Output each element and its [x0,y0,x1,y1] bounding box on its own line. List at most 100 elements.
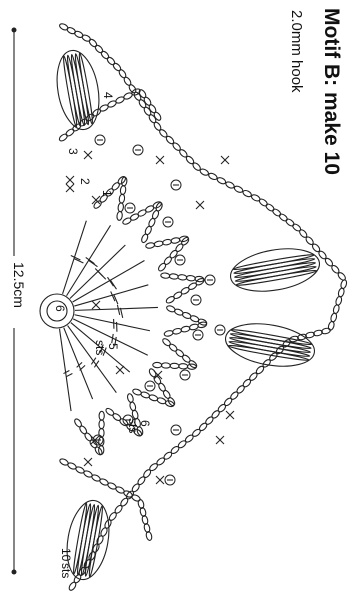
outer-chain [311,243,321,253]
inner-chain [162,238,173,246]
round-label-3: 3 [66,148,80,155]
bobble [122,414,134,426]
outer-chain [324,257,334,267]
stitch-tick [113,294,119,305]
hook-size: 2.0mm hook [288,10,305,93]
inner-chain [117,202,124,213]
stitch-tick [73,258,84,264]
x-mark [90,435,100,445]
stitch-tick [110,291,116,302]
stitch-tick [88,260,98,268]
tall-stitch [67,325,117,394]
bobble [170,179,182,191]
stitch-count-10-num: 10 [59,548,73,562]
x-mark [91,300,101,310]
inner-chain [116,210,123,221]
outer-chain [205,416,214,425]
center-ring-label: 6 [53,305,67,312]
outer-chain [88,38,98,48]
inner-chain [163,330,174,337]
inner-chain [170,237,181,244]
round-label-1: 1 [100,190,114,197]
inner-chain [157,262,167,272]
x-mark [195,200,205,210]
stitch-tick [110,279,117,290]
x-mark [155,155,165,165]
outer-chain [313,329,323,337]
inner-chain [165,296,175,304]
outer-chain [278,213,288,222]
inner-chain [175,243,184,253]
tall-stitch [58,328,72,412]
outer-chain [208,172,218,181]
inner-chain [180,325,191,333]
bobble [92,434,104,446]
stitch-tick [85,257,95,265]
inner-chain [175,349,185,358]
dimension-line [11,27,17,575]
bobble [179,369,191,381]
inner-chain [169,249,178,259]
outer-chain [94,44,104,54]
inner-chain [160,362,171,369]
outer-chain [216,177,227,185]
corner-chain [137,499,145,509]
outer-chain [68,581,77,591]
outer-chain [305,331,315,339]
corner-chain [153,111,162,121]
tall-stitch [74,314,151,332]
outer-chain [100,50,110,60]
x-mark [220,155,230,165]
inner-chain [112,413,122,422]
inner-chain [74,418,82,428]
leaf-stitch [235,269,318,286]
bobble [190,294,202,306]
stitch-count-6-num: 6 [138,420,152,427]
leaf-cluster [56,49,100,131]
outer-chain [305,236,314,246]
tall-stitch [70,322,131,373]
bobble [132,144,144,156]
stitch-tick [97,271,107,280]
outer-chain [211,410,220,419]
outer-chain [272,208,282,217]
stitch-tick [111,333,114,344]
inner-chain [98,419,105,430]
inner-chain [132,388,142,396]
outer-chain [230,391,239,400]
outer-chain [285,218,295,227]
inner-chain [177,274,188,281]
x-mark [153,370,163,380]
inner-chain [98,410,105,421]
corner-chain [145,531,153,541]
tall-stitch [74,306,158,311]
bobble [192,329,204,341]
inner-chain [118,193,126,204]
inner-chain [105,407,115,416]
stitch-count-5-num: 5 [106,343,120,350]
corner-chain [58,133,68,142]
x-mark [91,195,101,205]
outer-chain [321,327,331,335]
inner-chain [162,338,171,347]
tall-stitch [66,225,111,297]
stitch-tick [102,347,107,356]
bobble [94,134,106,146]
leaf-cluster [229,248,321,292]
center-ring [39,293,75,329]
inner-chain [162,389,171,399]
leaf-cluster [224,323,316,367]
outer-chain [217,403,227,413]
inner-chain [119,185,127,196]
x-mark [65,175,75,185]
inner-chain [188,323,199,331]
outer-chain [233,185,244,193]
stitch-tick [99,344,104,353]
bobble [162,216,174,228]
corner-chain [131,494,141,502]
inner-chain [158,382,166,392]
inner-chain [181,354,191,363]
stitch-tick [93,360,100,368]
bobble-stitches [56,49,321,581]
stitch-count-6-unit: sts [126,418,140,434]
